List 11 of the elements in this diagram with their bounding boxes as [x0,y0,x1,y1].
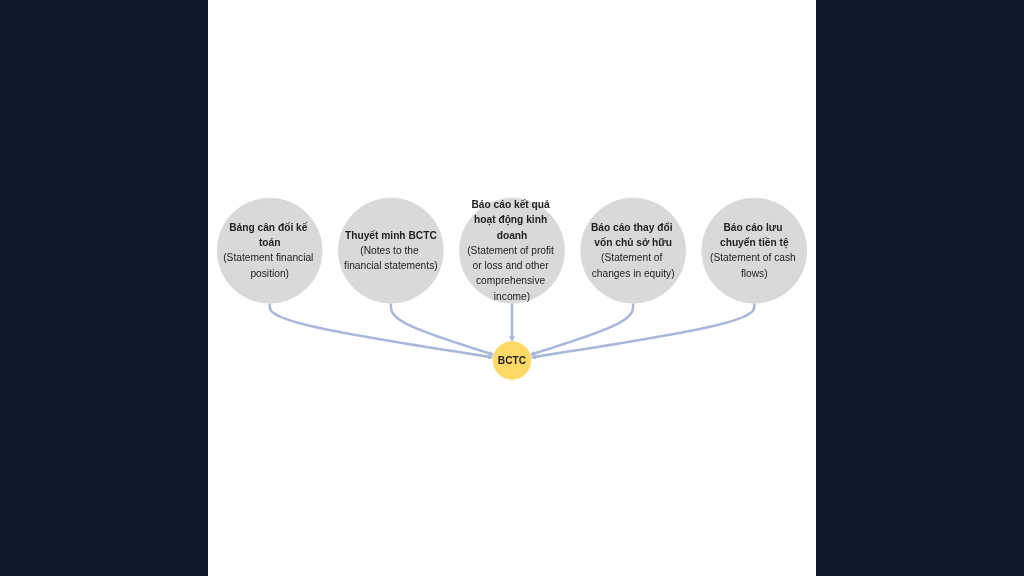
arrow [530,303,756,360]
node-circle: BCTC [492,340,532,380]
node-circle: Báo cáo thay đổi vốn chủ sở hữu (Statement of changes in equity) [580,197,687,304]
node-circle: Bảng cân đối kế toán (Statement financial position) [216,197,323,304]
arrow [529,303,635,356]
node-circle: Báo cáo kết quả hoạt động kinh doanh (Statement of profit or loss and other comprehensive income) [459,197,565,304]
node-circle: Thuyết minh BCTC (Notes to the financial statements) [337,197,444,304]
node-circle: Báo cáo lưu chuyển tiền tệ (Statement of cash flows) [701,197,808,304]
arrow [389,303,495,356]
arrow [509,303,515,342]
arrow [268,303,494,360]
